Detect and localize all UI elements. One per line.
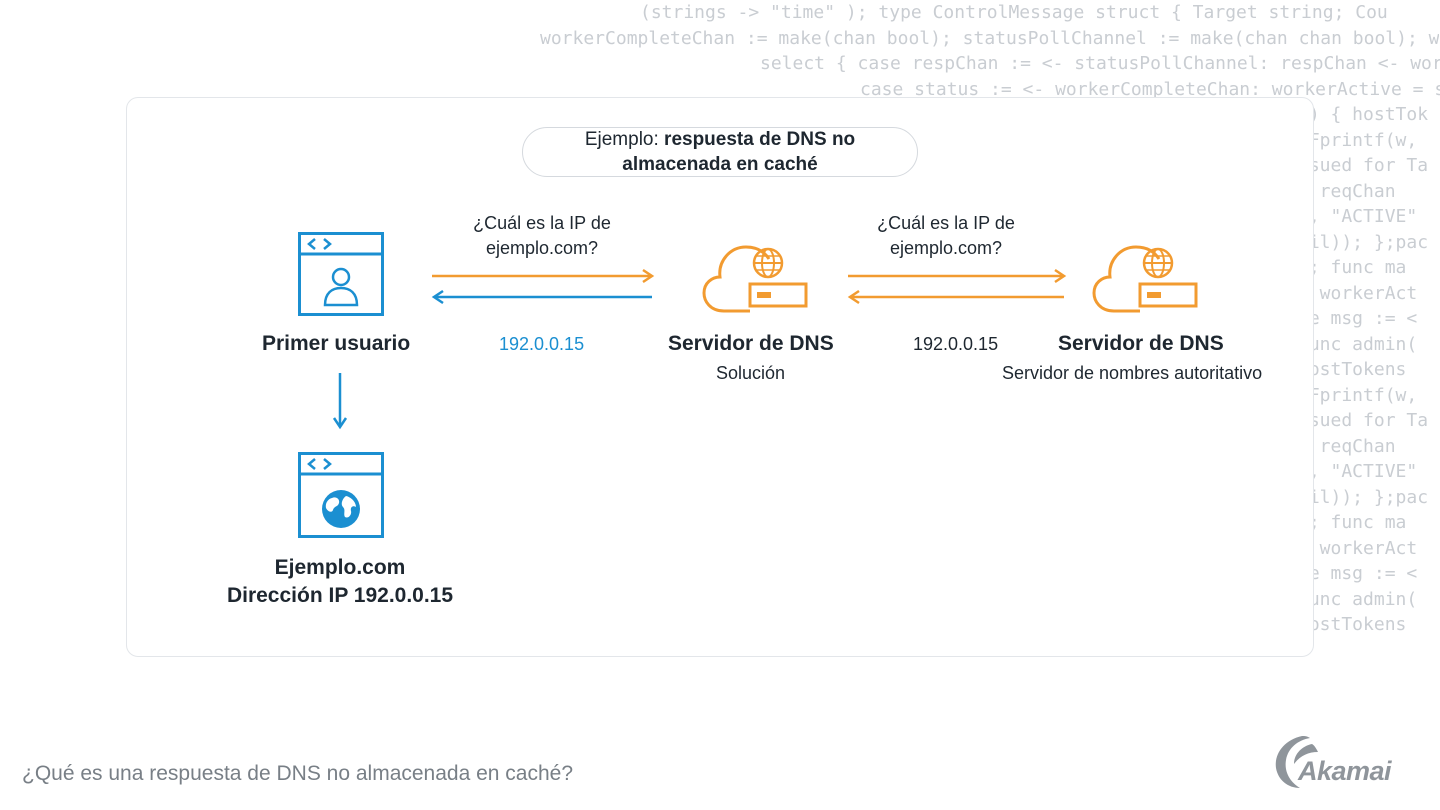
resolver-label: Servidor de DNS xyxy=(668,332,834,355)
code-line: .Fprintf(w, xyxy=(1298,129,1418,151)
code-line: nil)); };pac xyxy=(1298,231,1429,253)
cloud-dns-server-icon xyxy=(702,233,808,319)
code-line: select { case respChan := <- statusPollC… xyxy=(760,53,1440,74)
diagram-card xyxy=(126,97,1314,657)
title-bold-line2: almacenada en caché xyxy=(622,154,818,175)
query-2-line1: ¿Cuál es la IP de xyxy=(877,213,1015,233)
code-line: hostTokens xyxy=(1298,359,1407,380)
authoritative-sublabel: Servidor de nombres autoritativo xyxy=(1002,363,1263,383)
query-1-text: ¿Cuál es la IP de ejemplo.com? xyxy=(432,211,652,261)
query-2-line2: ejemplo.com? xyxy=(889,238,1003,258)
code-line: ); func ma xyxy=(1298,257,1407,278)
diagram-title: Ejemplo: respuesta de DNS no almacenada … xyxy=(522,127,918,177)
down-arrow xyxy=(332,373,348,430)
code-line: workerCompleteChan := make(chan bool); s… xyxy=(540,27,1440,49)
code-line: (strings -> "time" ); type ControlMessag… xyxy=(640,2,1388,23)
code-line: se msg := < xyxy=(1298,308,1418,329)
arrow-authoritative-to-resolver xyxy=(847,289,1066,305)
title-bold-line1: respuesta de DNS no xyxy=(664,129,856,150)
code-line: ; workerAct xyxy=(1298,282,1418,304)
code-line: func admin( xyxy=(1298,333,1418,355)
code-line: ssued for Ta xyxy=(1298,155,1429,176)
browser-user-icon xyxy=(298,232,384,316)
code-line: nil)); };pac xyxy=(1298,486,1429,508)
reply-2-ip: 192.0.0.15 xyxy=(913,334,999,354)
code-line: hostTokens xyxy=(1298,614,1407,635)
code-line: se msg := < xyxy=(1298,563,1418,584)
authoritative-label: Servidor de DNS xyxy=(1058,332,1224,355)
code-line: w, "ACTIVE" xyxy=(1298,461,1418,482)
code-line: .Fprintf(w, xyxy=(1298,384,1418,406)
query-1-line1: ¿Cuál es la IP de xyxy=(473,213,611,233)
reply-1-ip: 192.0.0.15 xyxy=(499,334,585,354)
code-line: ; workerAct xyxy=(1298,537,1418,559)
arrow-resolver-to-authoritative xyxy=(848,268,1067,284)
code-line: ); func ma xyxy=(1298,512,1407,533)
cloud-dns-server-icon xyxy=(1092,233,1198,319)
arrow-resolver-to-user xyxy=(431,289,654,305)
browser-globe-icon xyxy=(298,452,384,538)
code-line: func admin( xyxy=(1298,588,1418,610)
title-prefix: Ejemplo: xyxy=(584,129,665,150)
query-2-text: ¿Cuál es la IP de ejemplo.com? xyxy=(836,211,1056,261)
arrow-user-to-resolver xyxy=(432,268,655,284)
resolver-sublabel: Solución xyxy=(716,363,786,383)
footer-caption: ¿Qué es una respuesta de DNS no almacena… xyxy=(22,762,574,785)
akamai-logo-text: Akamai xyxy=(1298,756,1392,786)
akamai-logo xyxy=(1272,730,1422,790)
query-1-line2: ejemplo.com? xyxy=(485,238,599,258)
website-label-line1: Ejemplo.com xyxy=(274,556,406,579)
website-label-line2: Dirección IP 192.0.0.15 xyxy=(226,584,454,607)
code-line: ssued for Ta xyxy=(1298,410,1429,431)
website-label: Ejemplo.com Dirección IP 192.0.0.15 xyxy=(216,554,464,610)
code-line: t) { hostTok xyxy=(1298,104,1429,125)
user-label: Primer usuario xyxy=(262,332,411,355)
code-line: w, "ACTIVE" xyxy=(1298,206,1418,227)
